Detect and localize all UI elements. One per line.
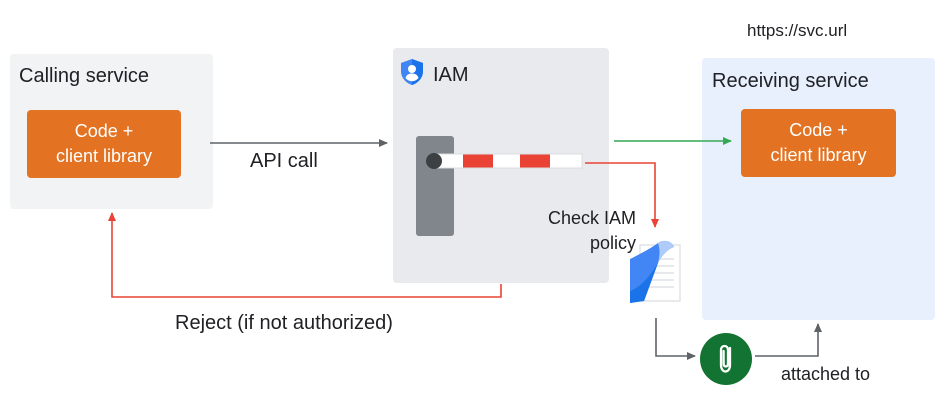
- check-iam-policy-label: Check IAM policy: [526, 206, 636, 256]
- clip-to-receiving-arrow: [755, 323, 822, 357]
- api-call-label: API call: [250, 150, 318, 172]
- check-iam-line1: Check IAM: [547, 208, 636, 228]
- policy-document-icon: [630, 240, 681, 303]
- shield-person-icon: [401, 59, 423, 85]
- check-policy-arrow: [585, 162, 659, 228]
- calling-service-panel: Calling service Code + client library: [10, 54, 213, 209]
- receiving-code-line2: client library: [770, 145, 867, 165]
- receiving-code-box: Code + client library: [741, 109, 896, 177]
- reject-arrow: [108, 212, 502, 298]
- receiving-service-title: Receiving service: [712, 70, 869, 92]
- iam-title: IAM: [433, 64, 469, 86]
- barrier-gate-icon: [416, 136, 583, 236]
- document-to-clip-arrow: [655, 318, 696, 360]
- paperclip-icon: [700, 333, 752, 385]
- check-iam-line2: policy: [589, 233, 636, 253]
- iam-panel: IAM: [393, 48, 609, 283]
- receiving-code-line1: Code +: [789, 120, 848, 140]
- receiving-service-panel: Receiving service Code + client library: [702, 58, 935, 320]
- calling-service-title: Calling service: [19, 65, 150, 87]
- service-url: https://svc.url: [747, 21, 848, 40]
- reject-label: Reject (if not authorized): [175, 312, 393, 334]
- attached-to-label: attached to: [781, 364, 871, 384]
- calling-code-line1: Code +: [74, 121, 134, 141]
- calling-code-box: Code + client library: [27, 110, 181, 178]
- calling-code-line2: client library: [55, 146, 153, 166]
